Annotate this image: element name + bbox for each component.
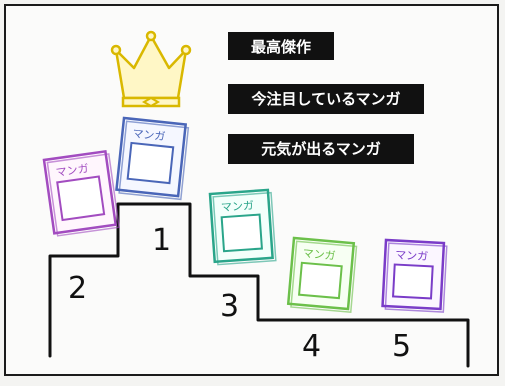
banner-now-watching: 今注目しているマンガ	[228, 84, 424, 114]
manga-book-2: マンガ	[42, 149, 120, 237]
illustration-frame: 最高傑作 今注目しているマンガ 元気が出るマンガ 1 2 3 4 5 マンガ	[4, 4, 499, 376]
manga-book-5: マンガ	[381, 238, 448, 313]
rank-number-1: 1	[152, 223, 171, 258]
banner-best-work-text: 最高傑作	[251, 38, 311, 56]
podium-outline	[48, 202, 470, 368]
rank-number-3: 3	[220, 289, 239, 324]
banner-energizing: 元気が出るマンガ	[228, 134, 414, 164]
manga-book-4-label: マンガ	[302, 247, 336, 263]
manga-book-5-label: マンガ	[395, 249, 429, 264]
manga-book-4: マンガ	[286, 236, 358, 314]
rank-number-2: 2	[68, 271, 87, 306]
banner-best-work: 最高傑作	[228, 32, 334, 60]
banner-now-watching-text: 今注目しているマンガ	[251, 90, 401, 108]
manga-book-1-label: マンガ	[132, 127, 166, 143]
manga-ranking-illustration: 最高傑作 今注目しているマンガ 元気が出るマンガ 1 2 3 4 5 マンガ	[42, 30, 470, 368]
manga-book-3: マンガ	[208, 188, 277, 266]
rank-number-4: 4	[302, 329, 321, 364]
rank-number-5: 5	[392, 329, 411, 364]
manga-book-3-label: マンガ	[221, 199, 255, 214]
banner-energizing-text: 元気が出るマンガ	[261, 140, 380, 158]
manga-book-2-label: マンガ	[55, 162, 89, 179]
manga-book-1: マンガ	[115, 116, 190, 201]
crown-icon	[110, 30, 192, 108]
